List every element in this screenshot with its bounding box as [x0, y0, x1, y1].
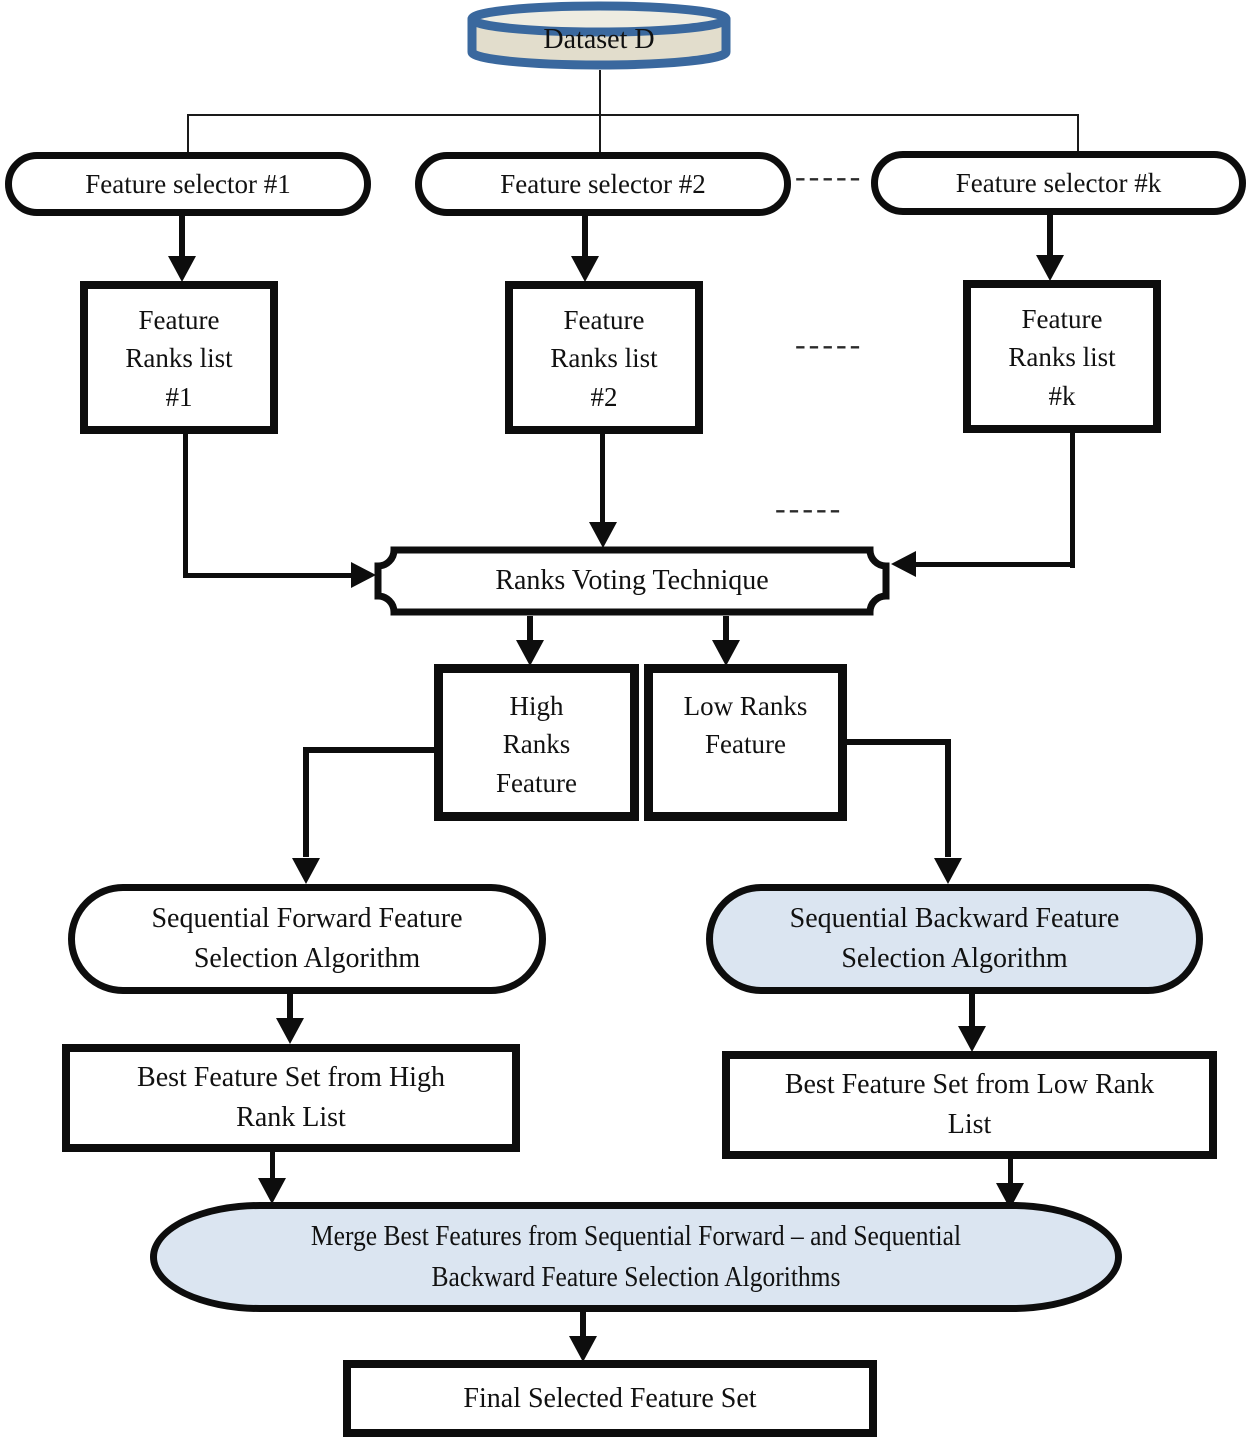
- arrowhead-low-backward: [934, 858, 962, 884]
- ellipsis-selector-row: -----: [795, 158, 864, 194]
- connector-high-forward-v: [303, 747, 309, 857]
- node-best-high: Best Feature Set from High Rank List: [62, 1044, 520, 1152]
- node-feature-selector-2: Feature selector #2: [415, 152, 791, 216]
- arrowhead-sbs-bestlow: [958, 1026, 986, 1052]
- arrowhead-r2-voting: [589, 522, 617, 548]
- dataset-label: Dataset D: [543, 24, 655, 56]
- connector-voting-high: [527, 616, 533, 642]
- arrowhead-rk-voting: [891, 551, 916, 577]
- arrowhead-s2-r2: [571, 256, 599, 282]
- best-low-label: Best Feature Set from Low Rank List: [784, 1069, 1155, 1140]
- ranks-list-k-label: Feature Ranks list #k: [1008, 304, 1116, 411]
- connector-besthigh-merge: [270, 1152, 275, 1180]
- connector-s1-r1: [179, 216, 185, 256]
- connector-high-forward-h: [303, 747, 434, 753]
- node-sbs-algorithm: Sequential Backward Feature Selection Al…: [706, 884, 1203, 994]
- connector-voting-low: [723, 616, 729, 642]
- node-ranks-list-k: Feature Ranks list #k: [963, 280, 1161, 433]
- sbs-algorithm-label: Sequential Backward Feature Selection Al…: [789, 903, 1120, 974]
- connector-sfs-besthigh: [287, 994, 293, 1020]
- arrowhead-sfs-besthigh: [276, 1018, 304, 1044]
- low-ranks-label: Low Ranks Feature: [683, 691, 808, 760]
- arrowhead-sk-rk: [1036, 255, 1064, 281]
- node-low-ranks: Low Ranks Feature: [644, 664, 847, 821]
- connector-sk-rk: [1047, 215, 1053, 255]
- connector-drop-2: [599, 116, 601, 154]
- arrowhead-merge-final: [569, 1336, 597, 1362]
- arrowhead-high-forward: [292, 858, 320, 884]
- connector-bestlow-merge: [1008, 1159, 1013, 1185]
- connector-low-backward-v: [945, 739, 951, 857]
- feature-selector-k-label: Feature selector #k: [955, 167, 1162, 198]
- ranks-list-1-label: Feature Ranks list #1: [125, 305, 233, 412]
- feature-selector-2-label: Feature selector #2: [500, 168, 706, 199]
- arrowhead-besthigh-merge: [258, 1178, 286, 1204]
- connector-rk-voting-h: [916, 562, 1075, 567]
- connector-merge-final: [580, 1312, 586, 1340]
- dataset-cylinder: Dataset D: [466, 0, 732, 78]
- best-high-label: Best Feature Set from High Rank List: [137, 1062, 445, 1133]
- connector-rk-voting-v: [1070, 433, 1075, 568]
- connector-drop-k: [1077, 116, 1079, 153]
- node-high-ranks: High Ranks Feature: [434, 664, 639, 821]
- connector-r1-voting-v: [183, 434, 188, 578]
- connector-sbs-bestlow: [969, 994, 975, 1026]
- connector-distributor: [187, 114, 1079, 116]
- node-merge: Merge Best Features from Sequential Forw…: [150, 1202, 1122, 1312]
- arrowhead-s1-r1: [168, 256, 196, 282]
- arrowhead-voting-low: [712, 640, 740, 666]
- node-sfs-algorithm: Sequential Forward Feature Selection Alg…: [68, 884, 546, 994]
- high-ranks-label: High Ranks Feature: [496, 691, 577, 798]
- node-ranks-list-1: Feature Ranks list #1: [80, 281, 278, 434]
- connector-dataset-stem: [599, 70, 601, 116]
- node-ranks-list-2: Feature Ranks list #2: [505, 281, 703, 434]
- final-set-label: Final Selected Feature Set: [463, 1382, 757, 1414]
- ellipsis-ranklist-row: -----: [795, 326, 864, 362]
- connector-low-backward-h: [847, 739, 951, 745]
- arrowhead-r1-voting: [351, 562, 376, 588]
- connector-drop-1: [187, 116, 189, 154]
- node-feature-selector-1: Feature selector #1: [5, 152, 371, 216]
- ranks-voting-label: Ranks Voting Technique: [495, 565, 769, 597]
- feature-selector-1-label: Feature selector #1: [85, 168, 291, 199]
- node-ranks-voting: Ranks Voting Technique: [374, 546, 890, 616]
- node-feature-selector-k: Feature selector #k: [871, 151, 1246, 215]
- node-best-low: Best Feature Set from Low Rank List: [722, 1051, 1217, 1159]
- plaque-shape: [374, 546, 890, 616]
- database-icon: [467, 1, 731, 70]
- arrowhead-voting-high: [516, 640, 544, 666]
- connector-s2-r2: [582, 216, 588, 256]
- connector-r1-voting-h: [183, 573, 351, 578]
- sfs-algorithm-label: Sequential Forward Feature Selection Alg…: [151, 903, 463, 974]
- node-final-set: Final Selected Feature Set: [343, 1360, 877, 1437]
- merge-label: Merge Best Features from Sequential Forw…: [310, 1220, 962, 1293]
- connector-r2-voting-v: [600, 434, 605, 524]
- ellipsis-connector-row: -----: [775, 490, 844, 526]
- ranks-list-2-label: Feature Ranks list #2: [550, 305, 658, 412]
